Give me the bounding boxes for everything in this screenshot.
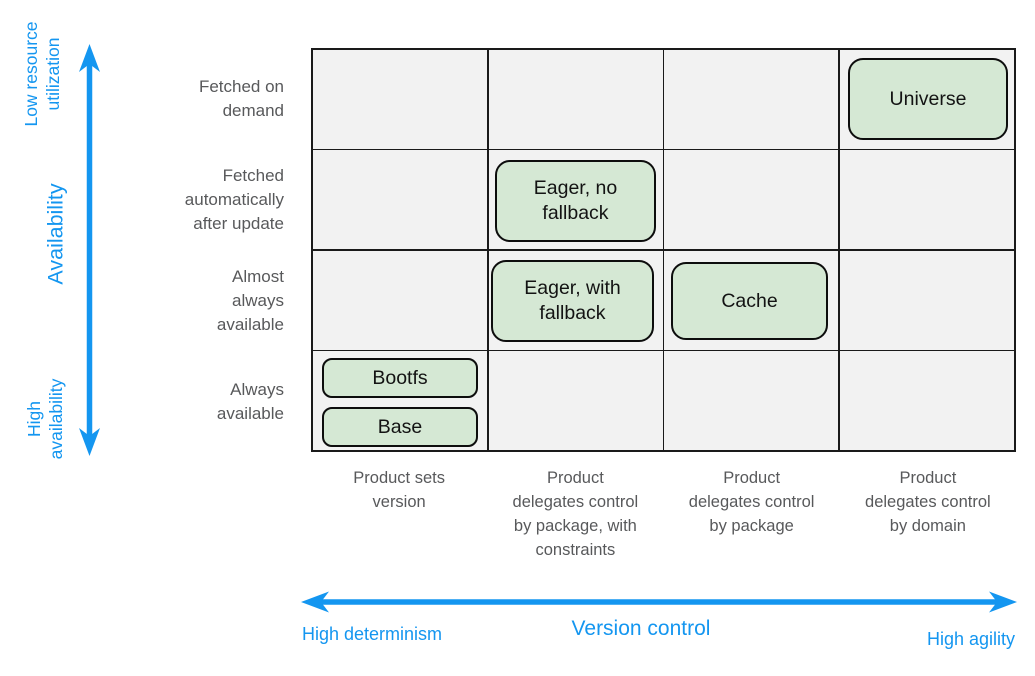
grid-cell — [664, 50, 839, 149]
col-label-delegates-by-package: Product delegates control by package — [688, 469, 815, 535]
grid-cell — [488, 250, 663, 350]
x-axis-title: Version control — [571, 617, 711, 640]
grid-cell — [313, 250, 488, 350]
grid-cell — [313, 50, 488, 149]
col-label-delegates-by-package-constraints: Product delegates control by package, wi… — [512, 469, 639, 559]
grid-cell — [488, 50, 663, 149]
grid-cell — [313, 351, 488, 450]
row-label-fetched-on-demand: Fetched on demand — [198, 76, 284, 120]
row-label-almost-always-available: Almost always available — [216, 266, 284, 334]
x-axis-left-label: High determinism — [302, 624, 443, 644]
grid-cell — [664, 250, 839, 350]
grid-cell — [839, 50, 1014, 149]
column-labels: Product sets version Product delegates c… — [311, 466, 1016, 562]
row-label-fetched-automatically: Fetched automatically after update — [184, 165, 284, 233]
grid-cell — [313, 150, 488, 250]
version-control-axis-arrow — [301, 591, 1017, 613]
col-label-delegates-by-domain: Product delegates control by domain — [865, 469, 991, 535]
col-label-product-sets-version: Product sets version — [353, 469, 445, 511]
grid-cell — [664, 150, 839, 250]
row-label-always-available: Always available — [216, 379, 284, 423]
grid-cell — [664, 351, 839, 450]
grid-cell — [488, 351, 663, 450]
grid-cell — [839, 150, 1014, 250]
availability-axis-arrow — [79, 44, 100, 456]
x-axis-right-label: High agility — [926, 629, 1015, 649]
row-labels: Fetched on demand Fetched automatically … — [60, 48, 284, 452]
grid-cell — [488, 150, 663, 250]
grid-cell — [839, 351, 1014, 450]
y-axis-top-label: Low resource utilization — [21, 21, 63, 127]
grid-cell — [839, 250, 1014, 350]
matrix-grid — [311, 48, 1016, 452]
